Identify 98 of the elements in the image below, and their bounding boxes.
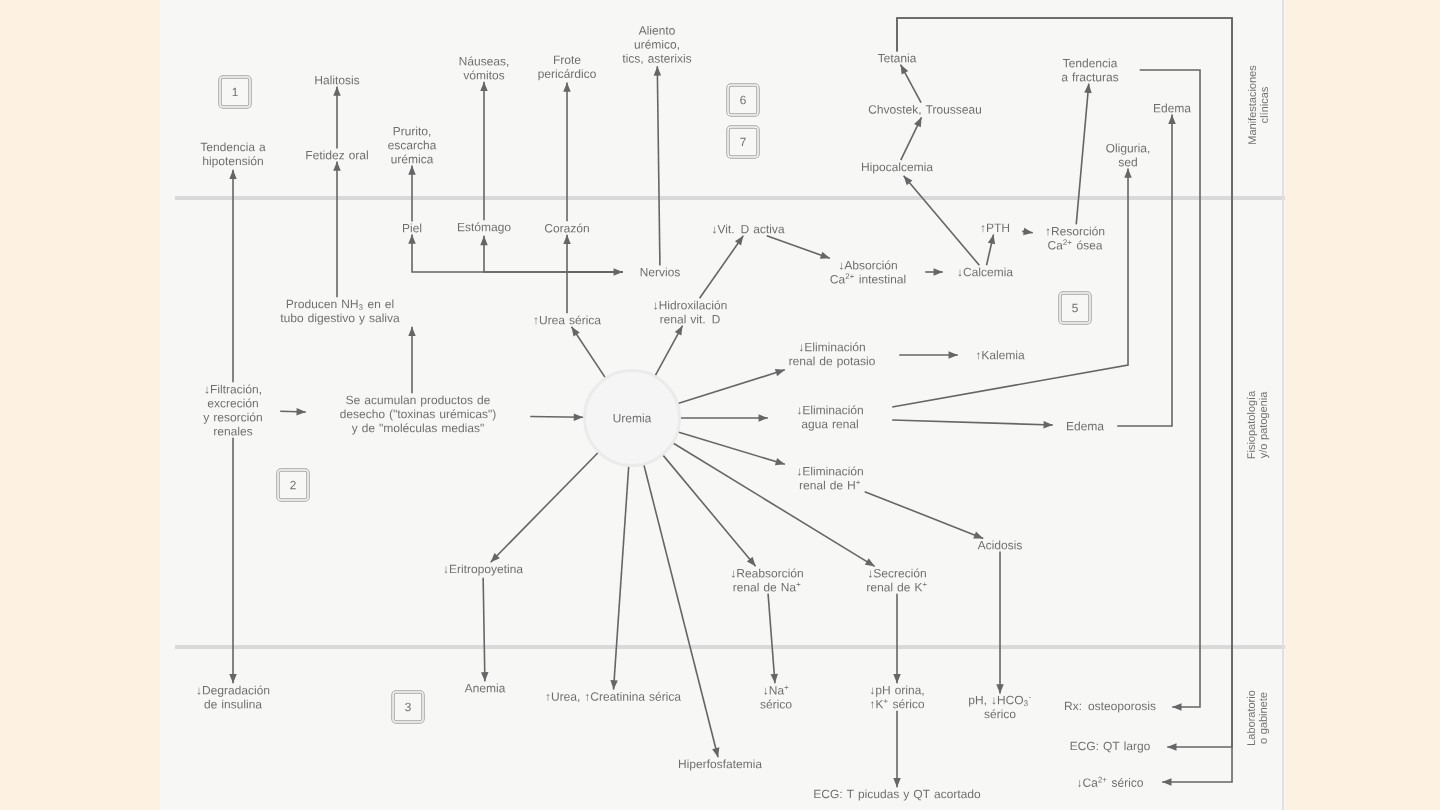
concept-label: ↓Hidroxilación renal vit. D [654,300,727,324]
arrow [563,81,571,223]
concept-label: Frote pericárdico [538,55,596,81]
arrow [902,175,981,267]
concept-label: ↓Eritropoyetina [444,564,523,576]
concept-label: Prurito, escarcha urémica [388,126,437,164]
concept-label: ↓Absorción Ca$^{2+}$ intestinal [830,260,906,284]
arrow [924,268,944,276]
arrow [891,419,1054,429]
arrow [229,436,237,685]
arrow [229,169,237,384]
concept-label: Estómago [458,222,511,234]
concept-label: ↑Resorción Ca$^{2+}$ ósea [1046,226,1105,250]
arrow [408,326,416,394]
concept-label: Fetidez oral [306,150,368,160]
concept-label: ↑Urea sérica [534,315,601,325]
arrow [1138,69,1201,711]
concept-label: Tetania [877,53,917,63]
arrow [653,65,662,267]
concept-label: ↑Kalemia [976,350,1025,360]
arrow [1075,82,1092,226]
arrow [1021,227,1034,236]
arrow [698,234,745,300]
arrow [643,464,720,758]
concept-label: ↓Calcemia [958,267,1013,277]
concept-label: Producen NH$_{3}$ en el tubo digestivo y saliva [280,299,400,325]
concept-label: Edema [1154,103,1191,113]
concept-label: Se acumulan productos de desecho ("toxinas urémicas") y de "moléculas medias" [340,395,496,435]
concept-label: Halitosis [315,75,360,85]
concept-label: ↓pH orina, ↑K$^{+}$ sérico [870,685,925,709]
arrow [610,466,630,691]
arrow [408,164,416,223]
arrow [996,550,1004,695]
arrow [1116,113,1176,427]
arrow [566,268,624,314]
section-label: Fisiopatología y/o patogenia [1246,390,1270,459]
concept-label: ↓Na$^{+}$ sérico [760,685,792,709]
number-box: 1 [218,75,252,109]
arrow [899,116,923,161]
concept-label: Piel [403,223,422,233]
concept-label: Oliguria, sed [1106,143,1150,167]
concept-label: ECG: QT largo [1070,741,1150,753]
arrow [677,369,786,405]
concept-label: Edema [1067,421,1104,431]
section-label: Manifestaciones clínicas [1247,65,1269,144]
concept-label: ↓Filtración, excreción y resorción renales [203,384,262,436]
concept-label: Acidosis [977,540,1022,550]
section-label: Laboratorio o gabinete [1246,690,1270,745]
arrow [333,85,341,150]
concept-label: pH, ↓HCO$_{3}$- sérico [969,695,1031,719]
concept-label: Nervios [640,267,680,277]
number-box: 5 [1058,291,1092,325]
number-box: 3 [391,690,425,724]
concept-label: Tendencia a hipotensión [200,142,266,168]
concept-label: Aliento urémico, tics, asterixis [622,25,692,65]
arrow [765,234,831,260]
concept-label: Hipocalcemia [862,162,933,174]
concept-label: Náuseas, vómitos [459,56,509,80]
arrow [893,709,901,788]
concept-label: ECG: T picudas y QT acortado [814,789,981,801]
arrow [680,414,769,422]
arrow [480,80,488,221]
arrow [767,592,778,685]
arrow [673,442,876,568]
arrow [279,407,307,416]
number-box: 6 [726,83,760,117]
arrow [570,326,606,378]
concept-label: ↓Secreción renal de K$^{+}$ [867,568,927,592]
concept-label: Chvostek, Trousseau [868,104,981,116]
concept-label: ↑PTH [981,223,1010,233]
arrow [333,160,341,298]
concept-label: Tendencia a fracturas [1061,58,1119,82]
concept-label: ↓Eliminación agua renal [797,405,863,431]
concept-label: ↓Degradación de insulina [197,685,270,709]
concept-label: Hiperfosfatemia [679,759,762,771]
concept-label: ↓Eliminación renal de H$^{+}$ [797,466,863,490]
number-box: 2 [276,468,310,502]
concept-label: ↑Urea, ↑Creatinina sérica [546,691,681,703]
concept-label: Rx: osteoporosis [1065,701,1156,713]
arrow [678,431,786,466]
arrow [489,452,599,563]
arrow [898,351,959,359]
concept-label: Anemia [464,683,506,693]
arrow [899,63,922,104]
arrow [863,490,985,540]
concept-label: ↓Ca$^{2+}$ sérico [1078,776,1143,788]
arrow [985,233,996,267]
arrow [529,413,584,421]
arrow [481,577,489,683]
arrow [662,454,757,568]
arrow [654,324,684,376]
concept-label: Corazón [544,223,589,233]
concept-label: ↓Reabsorción renal de Na$^{+}$ [731,568,803,592]
concept-label: ↓Vit. D activa [713,224,785,234]
arrow [891,167,1132,408]
concept-label: ↓Eliminación renal de potasio [789,342,875,368]
number-box: 7 [726,125,760,159]
arrow [893,592,901,685]
